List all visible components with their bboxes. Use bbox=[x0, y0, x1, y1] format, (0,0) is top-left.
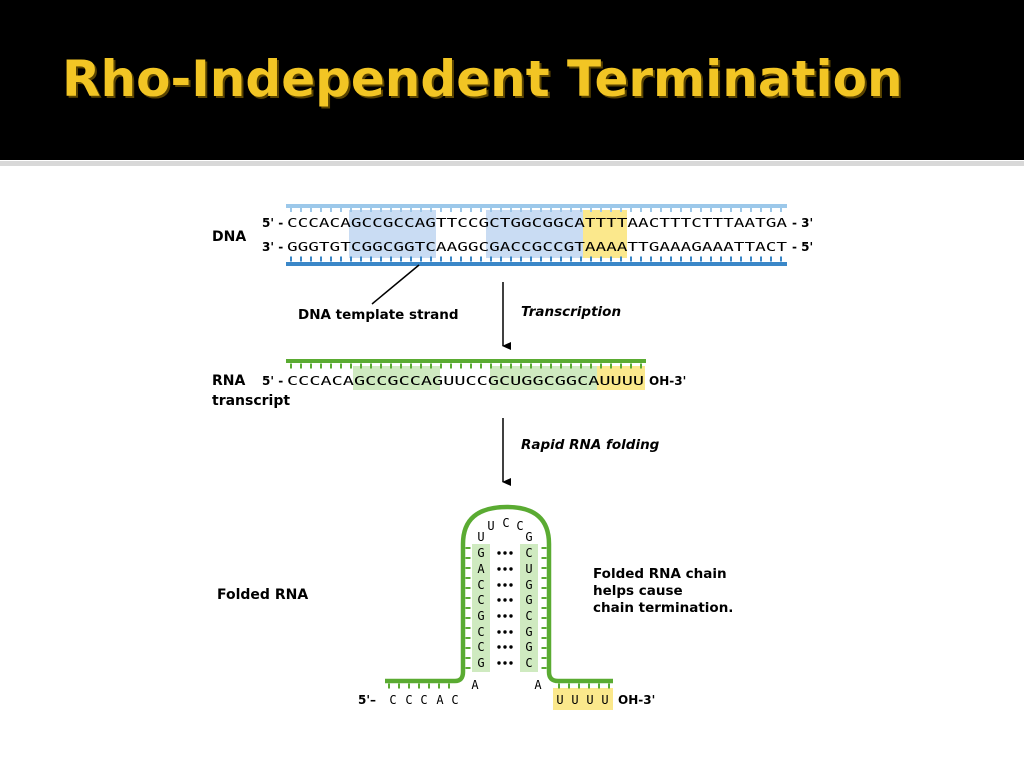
right-stem-base: G bbox=[525, 625, 532, 639]
right-stem-base: U bbox=[525, 562, 532, 576]
base-pair-dots bbox=[497, 551, 513, 665]
folded-leader: C C C A C bbox=[389, 693, 458, 707]
transcription-label: Transcription bbox=[521, 304, 621, 320]
dna-bottom-3prime: 3' - bbox=[262, 240, 283, 254]
tail-base: U bbox=[586, 693, 593, 707]
left-stem-highlight bbox=[472, 544, 490, 672]
tail-base: U bbox=[556, 693, 563, 707]
right-stem-base: C bbox=[525, 656, 532, 670]
left-stem-base: C bbox=[477, 593, 484, 607]
header-divider bbox=[0, 161, 1024, 166]
loop-base: U bbox=[487, 519, 494, 533]
right-stem-highlight bbox=[520, 544, 538, 672]
tail-highlight bbox=[553, 688, 613, 710]
rna-label-line2: transcript bbox=[212, 393, 290, 409]
rna-label-line1: RNA bbox=[212, 373, 245, 389]
right-stem-base: C bbox=[525, 546, 532, 560]
folding-label: Rapid RNA folding bbox=[521, 437, 660, 453]
dna-section: DNA 5' - CCCACAGCCGCCAGTTCCGCTGGCGGCATTT… bbox=[212, 204, 813, 323]
stem-foot-right-base: A bbox=[534, 678, 542, 692]
dna-top-strand-backbone bbox=[286, 204, 787, 212]
hairpin-backbone bbox=[385, 504, 613, 689]
left-stem-base: G bbox=[477, 656, 484, 670]
right-stem: G C U G G C G G C bbox=[525, 530, 532, 670]
dna-highlight-yellow bbox=[583, 210, 627, 258]
folded-rna-label: Folded RNA bbox=[217, 587, 308, 603]
left-stem-base: C bbox=[477, 625, 484, 639]
right-stem-base: G bbox=[525, 640, 532, 654]
left-stem-base: G bbox=[477, 546, 484, 560]
template-strand-pointer bbox=[371, 264, 420, 305]
left-stem-base: C bbox=[477, 578, 484, 592]
rna-sequence: CCCACAGCCGCCAGUUCCGCUGGCGGCAUUUU bbox=[287, 374, 644, 388]
dna-bottom-5prime: - 5' bbox=[792, 240, 813, 254]
loop-base: C bbox=[502, 516, 509, 530]
left-stem-base: C bbox=[477, 640, 484, 654]
rna-5prime: 5' - bbox=[262, 374, 283, 388]
dna-highlight-right bbox=[486, 210, 583, 258]
rna-highlight-left bbox=[353, 366, 440, 390]
leader-base: A bbox=[436, 693, 444, 707]
left-stem: U G A C C G C C G bbox=[477, 530, 485, 670]
rna-transcript-section: RNA transcript 5' - CCCACAGCCGCCAGUUCCGC… bbox=[212, 359, 686, 409]
rna-3prime: OH-3' bbox=[649, 374, 686, 388]
left-stem-base: G bbox=[477, 609, 484, 623]
folded-note-line1: Folded RNA chain bbox=[593, 566, 727, 582]
rna-backbone bbox=[286, 359, 646, 369]
leader-base: C bbox=[420, 693, 427, 707]
folded-note-line2: helps cause bbox=[593, 583, 683, 599]
left-stem-base: U bbox=[477, 530, 484, 544]
rna-highlight-right bbox=[490, 366, 597, 390]
rna-highlight-yellow bbox=[597, 366, 645, 390]
slide-title: Rho-Independent Termination bbox=[62, 50, 903, 108]
folded-rna-section: Folded RNA U G A C C G C C G G bbox=[217, 504, 733, 710]
folded-3prime: OH-3' bbox=[618, 693, 655, 707]
right-stem-base: G bbox=[525, 578, 532, 592]
loop-base: C bbox=[516, 519, 523, 533]
leader-base: C bbox=[451, 693, 458, 707]
right-stem-base: C bbox=[525, 609, 532, 623]
stem-foot-left-base: A bbox=[471, 678, 479, 692]
template-strand-label: DNA template strand bbox=[298, 307, 459, 323]
hairpin-loop: U C C bbox=[487, 516, 523, 533]
dna-bottom-sequence: GGGTGTCGGCGGTCAAGGCGACCGCCGTAAAATTGAAAGA… bbox=[287, 240, 787, 254]
tail-base: U bbox=[571, 693, 578, 707]
leader-base: C bbox=[405, 693, 412, 707]
folded-tail: U U U U bbox=[556, 693, 608, 707]
dna-bottom-strand-backbone bbox=[286, 256, 787, 266]
leader-base: C bbox=[389, 693, 396, 707]
dna-label: DNA bbox=[212, 229, 246, 245]
dna-top-3prime: - 3' bbox=[792, 216, 813, 230]
tail-base: U bbox=[601, 693, 608, 707]
left-stem-base: A bbox=[477, 562, 485, 576]
dna-top-5prime: 5' - bbox=[262, 216, 283, 230]
dna-highlight-left bbox=[349, 210, 436, 258]
right-stem-base: G bbox=[525, 530, 532, 544]
folded-note-line3: chain termination. bbox=[593, 600, 733, 616]
folded-5prime: 5'– bbox=[358, 693, 376, 707]
dna-top-sequence: CCCACAGCCGCCAGTTCCGCTGGCGGCATTTTAACTTTCT… bbox=[287, 216, 788, 230]
right-stem-base: G bbox=[525, 593, 532, 607]
slide-header: Rho-Independent Termination bbox=[0, 0, 1024, 160]
